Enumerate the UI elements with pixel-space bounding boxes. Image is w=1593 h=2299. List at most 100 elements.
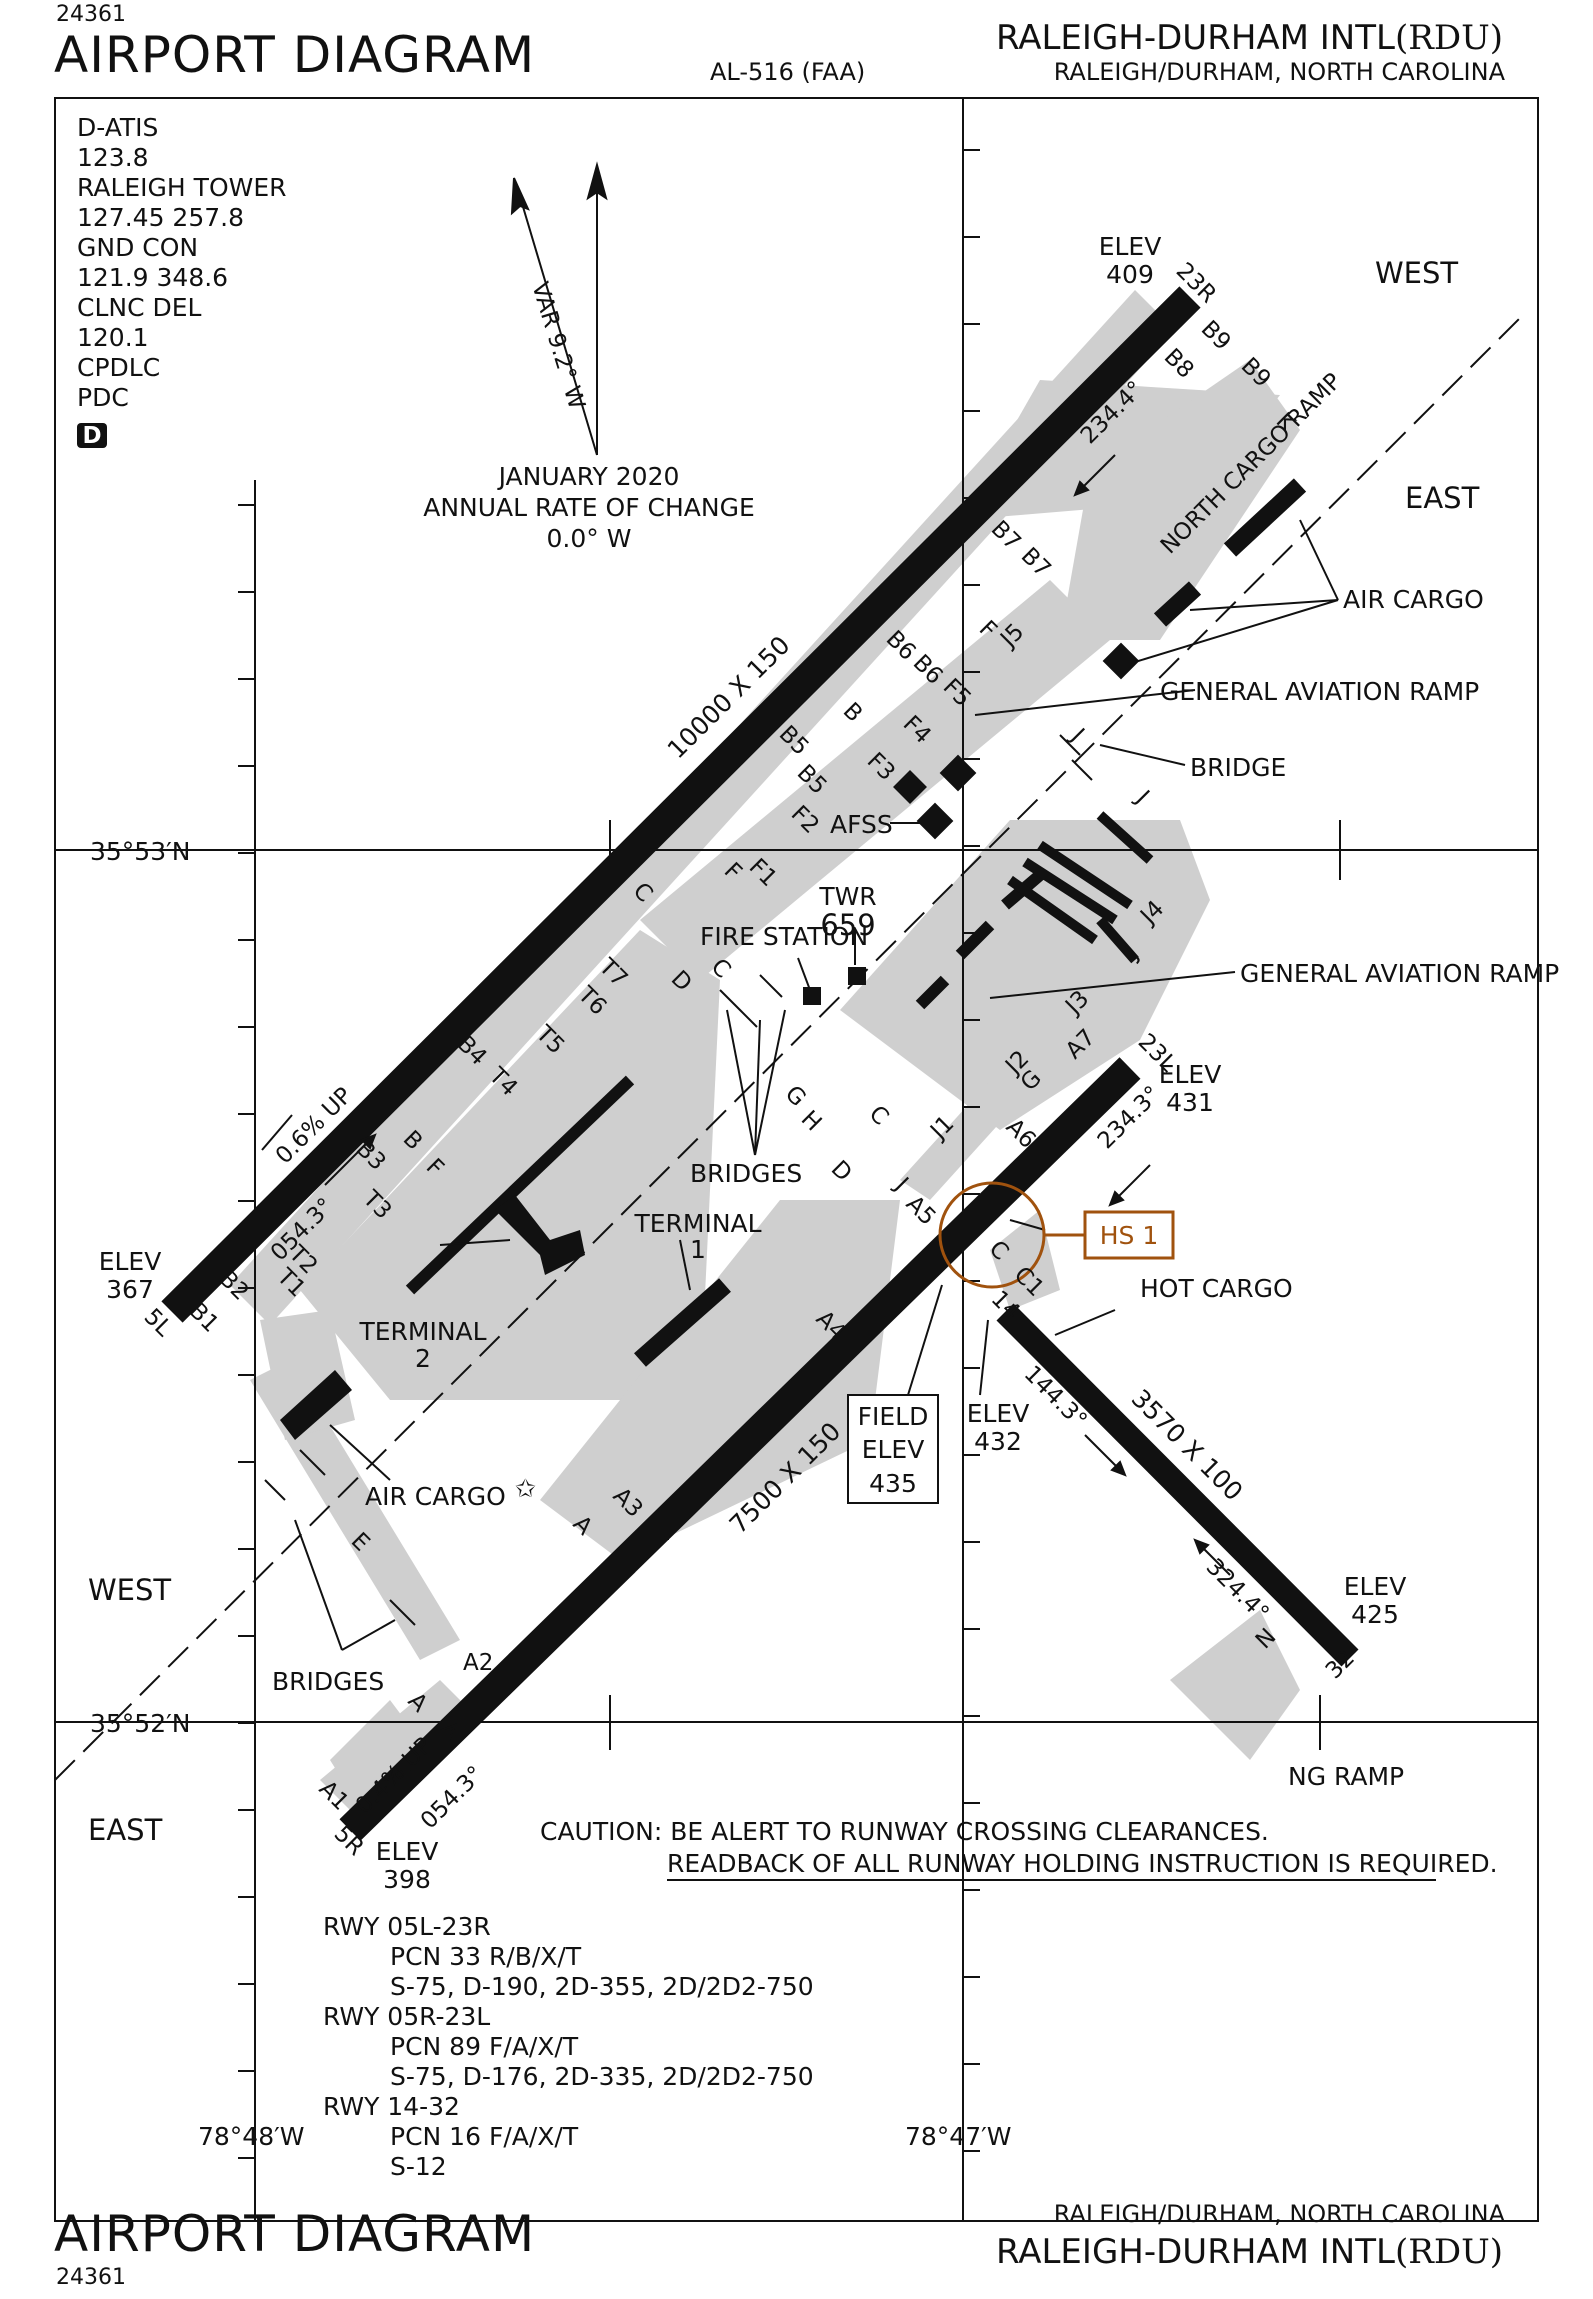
ga-hangar-east-1: [1007, 875, 1098, 945]
frequency-block: D-ATIS 123.8 RALEIGH TOWER 127.45 257.8 …: [77, 113, 287, 449]
magvar-rate: 0.0° W: [547, 524, 632, 553]
bridges-label-west: BRIDGES: [272, 1667, 384, 1696]
hotspot-box: [1083, 1210, 1175, 1260]
north-cargo-building-2: [1153, 581, 1202, 627]
ga-hangar-east-2: [1022, 857, 1118, 925]
elev-value-14: 432: [974, 1427, 1022, 1456]
ga-building-1: [939, 754, 977, 792]
heading-arrows: [261, 454, 1231, 1771]
fire-station-building: [803, 987, 821, 1005]
diagram-frame: [54, 97, 1539, 2222]
elev-label-5l: ELEV: [99, 1247, 162, 1276]
ga-building-2: [893, 770, 927, 804]
datalink-badge-bg: [77, 423, 107, 448]
dashed-reference-line: [54, 317, 1521, 1781]
lat-label-top: 35°53′N: [90, 837, 191, 866]
taxiway-label: D: [826, 1156, 857, 1187]
elev-label-23l: ELEV: [1159, 1060, 1222, 1089]
ga-hangar-east-4: [1096, 811, 1154, 864]
field-elev-line2: ELEV: [862, 1435, 925, 1464]
bridge-marks: [264, 734, 1093, 1626]
cargo-building-3: [1102, 642, 1140, 680]
west-label-top: WEST: [1375, 256, 1458, 290]
graticule-ticks-left: [238, 504, 255, 2159]
field-elev-value: 435: [869, 1469, 917, 1498]
taxiway-label: H: [796, 1106, 827, 1137]
footer-title: AIRPORT DIAGRAM: [54, 2205, 536, 2263]
freq-line: 120.1: [77, 323, 149, 352]
pavement: [230, 290, 1300, 1820]
chart-code: 24361: [56, 2, 126, 27]
terminal-2-apron: [300, 930, 720, 1400]
lon-label-right: 78°47′W: [905, 2122, 1012, 2151]
west-air-cargo-building: [280, 1370, 352, 1440]
twr-elev: 659: [820, 908, 875, 942]
ng-ramp-label: NG RAMP: [1288, 1762, 1404, 1791]
freq-line: 121.9 348.6: [77, 263, 228, 292]
footer-location: RALEIGH/DURHAM, NORTH CAROLINA: [1053, 2200, 1505, 2228]
airport-location: RALEIGH/DURHAM, NORTH CAROLINA: [1053, 58, 1505, 86]
terminal-2-building: [405, 1075, 635, 1295]
field-elev-box: [847, 1394, 939, 1504]
runways: [161, 286, 1359, 1841]
elev-label-32: ELEV: [1344, 1572, 1407, 1601]
air-cargo-label-west: AIR CARGO: [365, 1482, 506, 1511]
tower-building: [848, 967, 866, 985]
datalink-badge: D: [82, 423, 101, 449]
elev-value-23l: 431: [1166, 1088, 1214, 1117]
taxiway-label: A2: [463, 1650, 493, 1676]
footer-chart-code: 24361: [56, 2265, 126, 2290]
taxiway-label: J: [1129, 784, 1154, 809]
elev-value-23r: 409: [1106, 260, 1154, 289]
elev-label-23r: ELEV: [1099, 232, 1162, 261]
ga-hangar-row-3: [915, 975, 950, 1010]
pcn-line: RWY 05L-23R: [323, 1912, 491, 1941]
taxiway-label: B: [838, 698, 868, 728]
north-cargo-apron: [1060, 360, 1300, 640]
east-label-bottom: EAST: [88, 1813, 163, 1847]
pcn-line: PCN 33 R/B/X/T: [390, 1942, 582, 1971]
freq-line: D-ATIS: [77, 113, 158, 142]
terminal-1-number: 1: [690, 1235, 706, 1264]
pcn-line: RWY 05R-23L: [323, 2002, 490, 2031]
hotspot-label: HS 1: [1100, 1221, 1159, 1250]
taxiway-label: B7: [1016, 543, 1056, 583]
terminal-2-pier: [495, 1195, 585, 1275]
footer-airport-name: RALEIGH-DURHAM INTL(RDU): [995, 2232, 1503, 2272]
ga-hangar-row-2: [955, 920, 995, 960]
taxiway-label: B8: [1159, 344, 1199, 384]
pcn-line: PCN 89 F/A/X/T: [390, 2032, 579, 2061]
taxiway-label: C: [864, 1101, 894, 1131]
taxiway-a1-end: [330, 1700, 420, 1800]
pcn-line: PCN 16 F/A/X/T: [390, 2122, 579, 2151]
elev-label-14: ELEV: [967, 1399, 1030, 1428]
lon-label-left: 78°48′W: [198, 2122, 305, 2151]
pcn-line: RWY 14-32: [323, 2092, 460, 2121]
terminal-2-label: TERMINAL: [358, 1317, 486, 1346]
east-label-top: EAST: [1405, 481, 1480, 515]
twr-label: TWR: [818, 882, 876, 911]
freq-line: 123.8: [77, 143, 149, 172]
magnetic-north-line: [517, 189, 598, 456]
magvar-rate-label: ANNUAL RATE OF CHANGE: [423, 493, 755, 522]
airport-name: RALEIGH-DURHAM INTL(RDU): [995, 18, 1503, 58]
pcn-block: RWY 05L-23R PCN 33 R/B/X/T S-75, D-190, …: [323, 1912, 814, 2181]
freq-line: RALEIGH TOWER: [77, 173, 287, 202]
ga-ramp-label-south: GENERAL AVIATION RAMP: [1240, 959, 1559, 988]
air-cargo-label-north: AIR CARGO: [1343, 585, 1484, 614]
graticule: [54, 97, 1539, 2222]
terminal-1-building: [634, 1278, 731, 1367]
afss-label: AFSS: [830, 810, 893, 839]
elev-label-5r: ELEV: [376, 1837, 439, 1866]
elev-value-5r: 398: [383, 1865, 431, 1894]
west-label-bottom: WEST: [88, 1573, 171, 1607]
fire-station-label: FIRE STATION: [700, 922, 868, 951]
ga-hangar-east-3: [1037, 840, 1133, 910]
true-north-arrowhead: [586, 161, 608, 201]
magvar-value: VAR 9.2° W: [526, 279, 589, 412]
procedure-number: AL-516 (FAA): [710, 58, 866, 86]
runway-14-32: [996, 1303, 1359, 1667]
runway-05l-23r: [161, 286, 1201, 1323]
chart-title: AIRPORT DIAGRAM: [54, 26, 536, 84]
caution-line-2: READBACK OF ALL RUNWAY HOLDING INSTRUCTI…: [667, 1849, 1498, 1878]
